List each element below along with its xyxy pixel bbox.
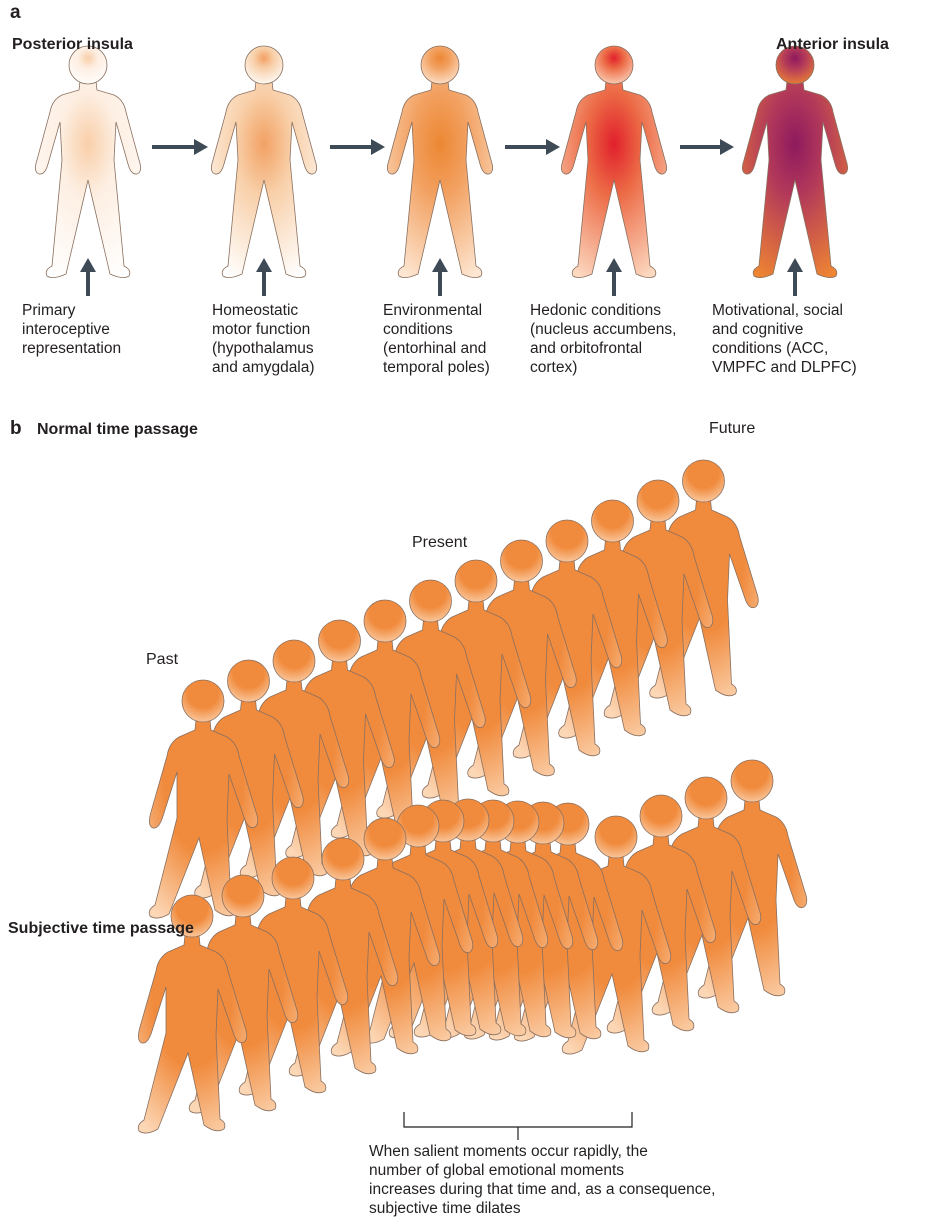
subjective-time-heading: Subjective time passage: [8, 920, 194, 938]
present-label: Present: [412, 534, 467, 552]
stage-figure-3: [387, 46, 492, 278]
stage-figure-1: [35, 46, 140, 278]
past-label: Past: [146, 651, 178, 669]
stage-figure-5: [742, 46, 847, 278]
dilation-bracket: [404, 1112, 632, 1140]
flow-arrow-2: [330, 139, 385, 155]
stage-label-primary: Primary interoceptive representation: [22, 301, 121, 358]
future-label: Future: [709, 420, 755, 438]
stage-label-hedonic: Hedonic conditions (nucleus accumbens, a…: [530, 301, 676, 377]
stage-label-motivational: Motivational, social and cognitive condi…: [712, 301, 857, 377]
input-arrow-3: [432, 258, 448, 296]
dilation-caption: When salient moments occur rapidly, the …: [369, 1142, 715, 1218]
flow-arrow-3: [505, 139, 560, 155]
anterior-insula-heading: Anterior insula: [776, 36, 889, 54]
flow-arrow-1: [152, 139, 208, 155]
posterior-insula-heading: Posterior insula: [12, 36, 133, 54]
input-arrow-4: [606, 258, 622, 296]
panel-a-figures: [35, 46, 847, 278]
stage-figure-2: [211, 46, 316, 278]
panel-a-letter: a: [10, 2, 21, 24]
flow-arrow-4: [680, 139, 734, 155]
normal-time-heading: Normal time passage: [37, 421, 198, 439]
stage-label-environmental: Environmental conditions (entorhinal and…: [383, 301, 490, 377]
input-arrow-5: [787, 258, 803, 296]
stage-figure-4: [561, 46, 666, 278]
stage-label-homeostatic: Homeostatic motor function (hypothalamus…: [212, 301, 315, 377]
input-arrow-2: [256, 258, 272, 296]
input-arrow-1: [80, 258, 96, 296]
panel-b-letter: b: [10, 418, 22, 440]
